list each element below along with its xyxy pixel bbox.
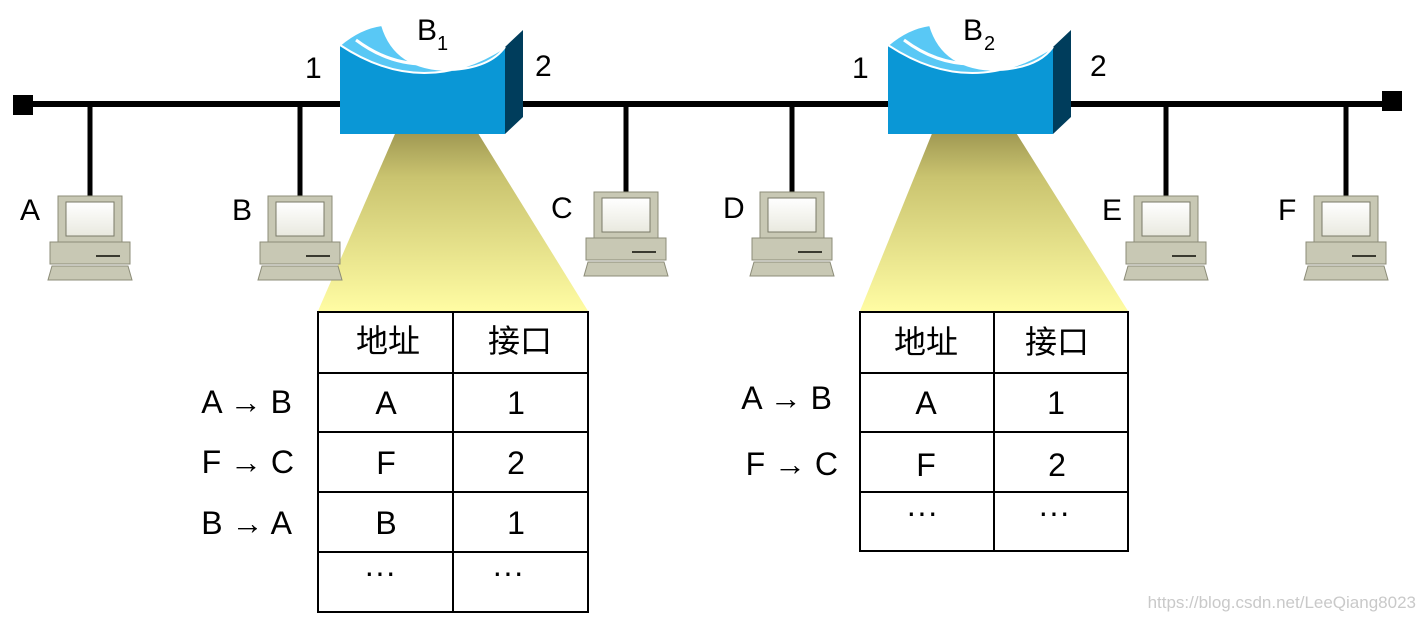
bridge-1-name: B <box>417 14 437 47</box>
table-1-cell: F <box>376 445 396 481</box>
bridge-2-flow: F → C <box>746 446 838 482</box>
watermark: https://blog.csdn.net/LeeQiang8023 <box>1147 593 1416 612</box>
bridge-2-forwarding-table: 地址 接口 A 1 F 2 ··· ··· <box>859 311 1129 552</box>
bridge-2-port-left: 1 <box>852 52 869 85</box>
host-d-label: D <box>723 192 745 225</box>
computer-icon-e <box>1123 195 1209 281</box>
bridge-1-flow: F → C <box>202 444 294 480</box>
bridge-2-top <box>886 23 1054 74</box>
bridge-2-dish <box>903 38 1049 66</box>
computer-icon-b <box>257 195 343 281</box>
table-1-ellipsis: ··· <box>492 554 524 590</box>
bridge-1-forwarding-table: 地址 接口 A 1 F 2 B 1 ··· ··· <box>317 311 589 613</box>
table-2-header-port: 接口 <box>1025 324 1089 360</box>
bridge-2-subscript: 2 <box>984 33 995 55</box>
table-2-cell: F <box>916 447 936 483</box>
table-2-header-address: 地址 <box>894 324 958 360</box>
cable-terminator-left <box>13 95 33 115</box>
table-1-header-address: 地址 <box>356 323 420 359</box>
table-1-cell: 1 <box>507 385 525 421</box>
bridge-1-flow: A → B <box>201 384 292 420</box>
table-2-ellipsis: ··· <box>1038 494 1070 530</box>
host-b-label: B <box>232 194 252 227</box>
bridge-2-flow: A → B <box>741 380 832 416</box>
table-2-cell: 2 <box>1048 447 1066 483</box>
bridge-2-side <box>1053 30 1071 134</box>
bridge-1-dish <box>355 38 501 66</box>
bridge-1-flow: B → A <box>201 505 292 541</box>
bridge-1-subscript: 1 <box>437 33 448 55</box>
table-2-cell: 1 <box>1047 385 1065 421</box>
bridge-1-table-beam <box>318 104 588 311</box>
bridge-1-top <box>338 23 506 74</box>
bridge-1: B 1 1 2 <box>305 14 552 134</box>
cable-terminator-right <box>1382 91 1402 111</box>
host-e-label: E <box>1102 194 1122 227</box>
table-1-cell: 1 <box>507 505 525 541</box>
table-1-ellipsis: ··· <box>364 554 396 590</box>
bridge-2-table-beam <box>860 104 1128 311</box>
table-2-cell: A <box>915 385 937 421</box>
computer-icon-f <box>1303 195 1389 281</box>
computer-icon-c <box>583 191 669 277</box>
bridge-1-side <box>505 30 523 134</box>
computer-icon-a <box>47 195 133 281</box>
bridge-2-name: B <box>963 14 983 47</box>
bridge-1-port-right: 2 <box>535 50 552 83</box>
table-1-cell: B <box>375 505 396 541</box>
host-c-label: C <box>551 192 573 225</box>
host-a-label: A <box>20 194 40 227</box>
hosts <box>47 191 1389 281</box>
bridge-2-port-right: 2 <box>1090 50 1107 83</box>
computer-icon-d <box>749 191 835 277</box>
bridge-1-port-left: 1 <box>305 52 322 85</box>
table-2-ellipsis: ··· <box>906 494 938 530</box>
table-1-header-port: 接口 <box>488 323 552 359</box>
bridge-2: B 2 1 2 <box>852 14 1107 134</box>
host-f-label: F <box>1278 194 1296 227</box>
table-1-cell: 2 <box>507 445 525 481</box>
table-1-cell: A <box>375 385 397 421</box>
